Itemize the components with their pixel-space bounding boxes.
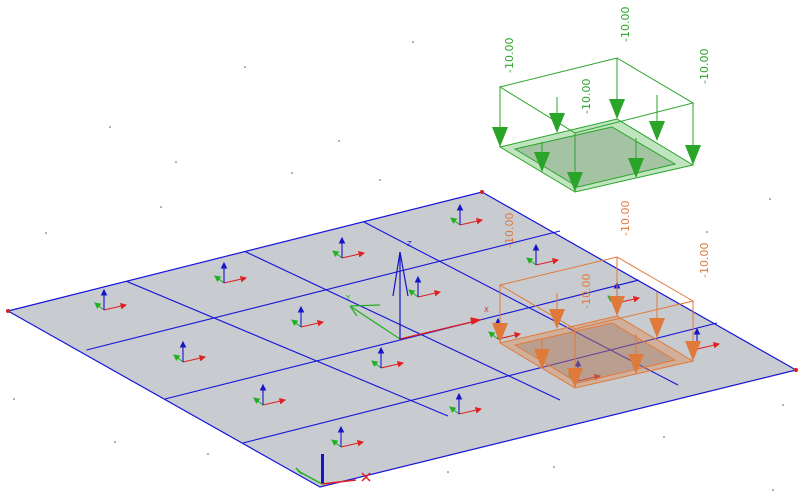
local-axis-triad: [408, 275, 442, 298]
local-axis-triad: [449, 392, 483, 415]
orange-load-value-1: -10.00: [503, 213, 516, 248]
orange-load-value-4: -10.00: [580, 274, 593, 309]
load-arrow: [492, 117, 508, 147]
load-arrow: [534, 339, 550, 369]
green-load-value-1: -10.00: [503, 38, 516, 73]
green-load-value-2: -10.00: [619, 7, 632, 42]
orange-load-value-2: -10.00: [619, 201, 632, 236]
coordinate-origin-icon: [295, 454, 371, 485]
background-grid-dots: [13, 41, 784, 491]
load-arrow: [567, 146, 583, 192]
load-arrow: [567, 342, 583, 388]
local-axis-triad: [371, 346, 405, 369]
load-arrow: [492, 313, 508, 343]
load-box-orange[interactable]: -10.00 -10.00 -10.00 -10.00: [492, 201, 711, 389]
load-arrow: [685, 125, 701, 165]
global-y-label: Y: [345, 294, 351, 302]
load-arrow: [685, 321, 701, 361]
load-arrow: [609, 69, 625, 119]
local-axis-triad: [331, 425, 365, 448]
load-box-green[interactable]: -10.00 -10.00 -10.00 -10.00: [492, 7, 711, 193]
local-axis-triad: [253, 383, 287, 406]
local-axis-triad: [291, 305, 325, 328]
global-z-label: Z: [407, 240, 412, 248]
orange-load-value-3: -10.00: [698, 243, 711, 278]
load-arrow: [549, 293, 565, 329]
local-axis-triad: [526, 243, 560, 266]
load-arrow: [649, 95, 665, 141]
global-x-label: X: [484, 306, 489, 314]
plate-corner-nodes[interactable]: [6, 190, 798, 372]
global-axis-system: X Y Z: [345, 240, 489, 340]
load-arrow: [549, 97, 565, 133]
green-load-value-3: -10.00: [698, 49, 711, 84]
load-arrow: [534, 142, 550, 172]
local-axis-triad: [173, 340, 207, 363]
local-axis-triad: [94, 288, 128, 311]
load-arrow: [609, 266, 625, 316]
load-arrow: [649, 292, 665, 338]
local-axis-triad: [214, 261, 248, 284]
local-axis-triad: [332, 236, 366, 259]
fe-mesh-lines: [86, 221, 718, 444]
green-load-value-4: -10.00: [580, 79, 593, 114]
local-axis-triad: [450, 203, 484, 226]
load-arrow: [628, 334, 644, 374]
load-arrow: [628, 138, 644, 178]
